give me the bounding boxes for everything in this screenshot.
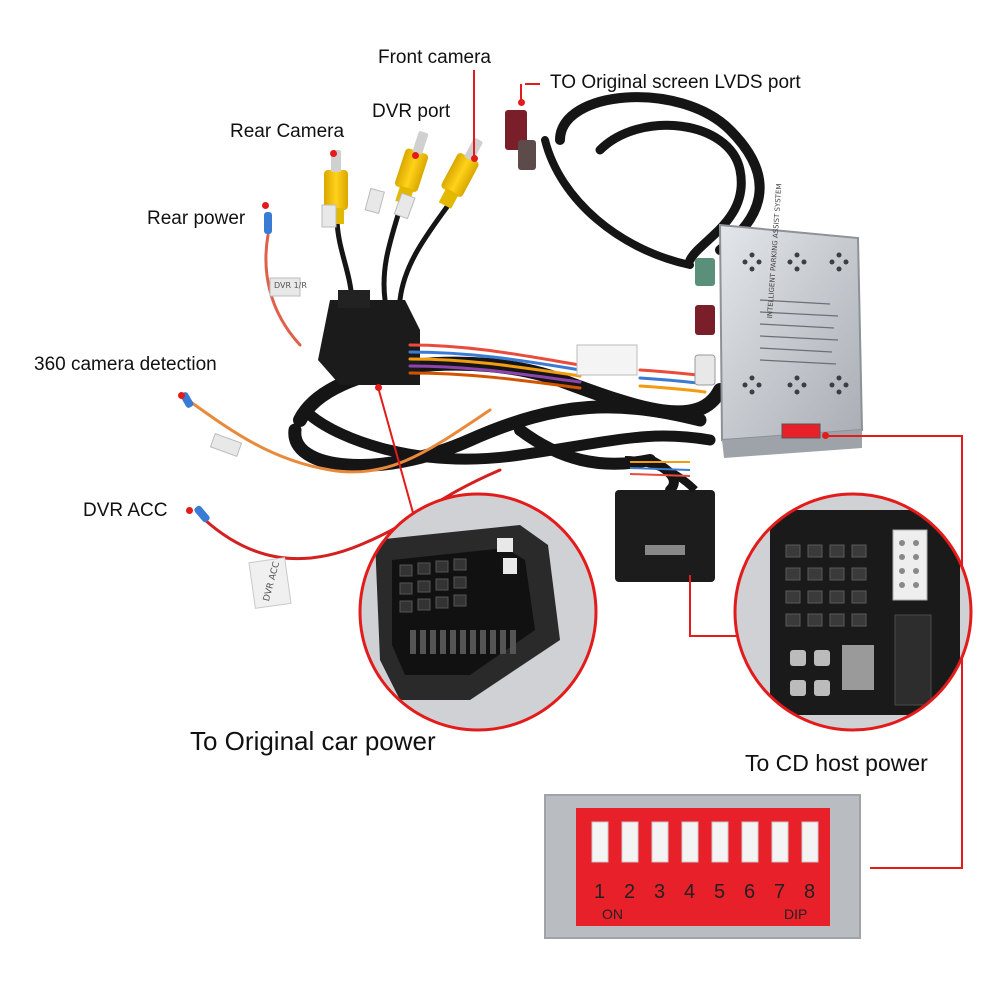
original-power-connector bbox=[318, 290, 420, 385]
dot-dvr-acc bbox=[186, 507, 193, 514]
lvds-plugs bbox=[505, 110, 716, 386]
label-original-car-power: To Original car power bbox=[190, 726, 436, 756]
dot-cd-host bbox=[822, 432, 829, 439]
dip-number-8: 8 bbox=[804, 881, 816, 903]
label-lvds-port: TO Original screen LVDS port bbox=[550, 72, 801, 93]
cd-host-connector bbox=[615, 456, 715, 582]
dot-dvr-port bbox=[412, 152, 419, 159]
harness-label bbox=[576, 344, 638, 376]
rca-plug-front-camera bbox=[438, 138, 483, 209]
dip-number-3: 3 bbox=[654, 881, 666, 903]
dip-number-5: 5 bbox=[714, 881, 726, 903]
label-front-camera: Front camera bbox=[378, 47, 491, 68]
dip-number-4: 4 bbox=[684, 881, 696, 903]
dot-rear-power bbox=[262, 202, 269, 209]
label-rear-power: Rear power bbox=[147, 208, 246, 229]
label-dvr-port: DVR port bbox=[372, 101, 451, 122]
zoom-cd-host bbox=[733, 492, 973, 732]
dip-on-label: ON bbox=[602, 906, 623, 922]
label-rear-camera: Rear Camera bbox=[230, 121, 345, 142]
dip-levers bbox=[591, 821, 819, 863]
dip-number-7: 7 bbox=[774, 881, 786, 903]
cable-tags bbox=[209, 187, 416, 458]
dip-number-2: 2 bbox=[624, 881, 636, 903]
dip-switch-closeup bbox=[544, 794, 861, 939]
zoom-original-power bbox=[358, 492, 598, 732]
control-module bbox=[718, 223, 864, 458]
label-360-camera: 360 camera detection bbox=[34, 354, 217, 375]
black-harness bbox=[288, 92, 765, 495]
dot-front-camera bbox=[471, 155, 478, 162]
rca-plug-dvr-port bbox=[394, 131, 429, 206]
dip-number-6: 6 bbox=[744, 881, 756, 903]
dip-dip-label: DIP bbox=[784, 906, 808, 922]
dvr-acc-tag bbox=[248, 557, 292, 609]
tag-rear-power: DVR 1/R bbox=[274, 281, 307, 290]
dot-lvds bbox=[518, 99, 525, 106]
label-dvr-acc: DVR ACC bbox=[83, 500, 168, 521]
dip-number-1: 1 bbox=[594, 881, 606, 903]
dot-360 bbox=[178, 392, 185, 399]
colored-wire-bundle bbox=[408, 343, 707, 394]
label-cd-host-power: To CD host power bbox=[745, 750, 928, 776]
dot-original-power bbox=[375, 384, 382, 391]
dot-rear-camera bbox=[330, 150, 337, 157]
